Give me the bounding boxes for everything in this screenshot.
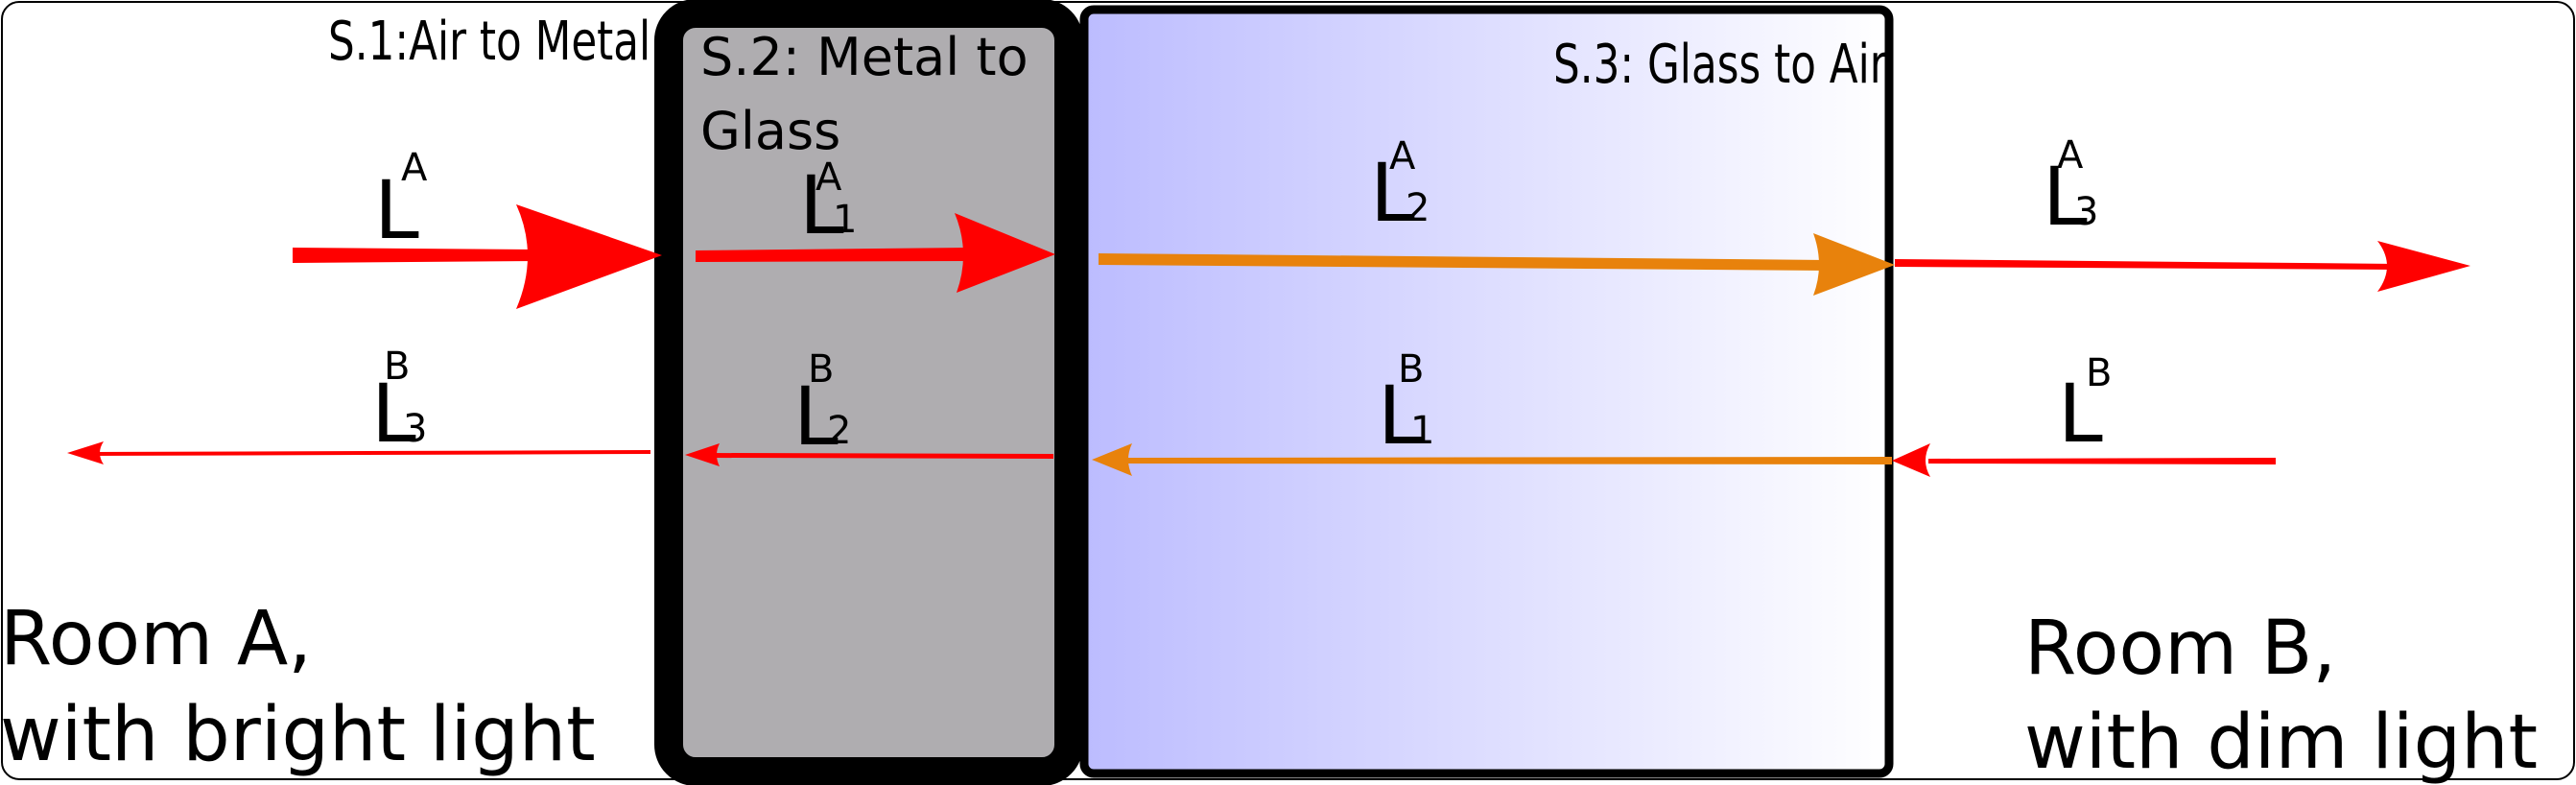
label-la3-sub: 3: [2074, 190, 2098, 234]
label-lb3-base: L: [371, 367, 416, 461]
beam-la1-arrowhead: [955, 213, 1055, 293]
beam-la3: [1895, 259, 2399, 270]
beam-lb1-arrowhead: [1092, 443, 1132, 476]
beam-la1: [696, 248, 969, 262]
label-la1: L A 1: [799, 155, 857, 252]
beam-lb-arrowhead: [1892, 443, 1930, 477]
label-lb3-sup: B: [384, 345, 410, 389]
metal-slab: [654, 0, 1083, 785]
beam-la-arrowhead: [516, 204, 662, 309]
label-lb2-sub: 2: [827, 409, 851, 453]
label-lb-base: L: [2058, 367, 2103, 461]
label-lb1-sup: B: [1398, 347, 1424, 392]
label-lb2-sup: B: [808, 347, 834, 392]
label-la2-base: L: [1370, 146, 1415, 240]
beam-lb3: [94, 450, 650, 456]
label-lb: L B: [2058, 351, 2112, 461]
beam-lb3-arrowhead: [67, 441, 104, 464]
beam-la2-arrowhead: [1813, 233, 1895, 296]
room-a-description: with bright light: [0, 692, 596, 778]
label-la1-sub: 1: [833, 198, 857, 242]
label-lb2-base: L: [793, 369, 839, 464]
room-b-description: with dim light: [2024, 700, 2538, 785]
beam-lb-incident: [1928, 458, 2276, 464]
surface-1-label: S.1:Air to Metal: [328, 10, 650, 73]
label-la2-sup: A: [1389, 134, 1416, 178]
label-lb1-base: L: [1378, 369, 1423, 463]
surface-2-label-line1: S.2: Metal to: [700, 27, 1028, 87]
room-a-title: Room A,: [0, 596, 312, 682]
label-lb2: L B 2: [793, 347, 851, 464]
beam-la2: [1099, 253, 1832, 271]
surface-3-label: S.3: Glass to Air: [1553, 33, 1887, 96]
label-la-sup: A: [401, 146, 428, 190]
label-lb1-sub: 1: [1410, 409, 1434, 453]
label-la3-sup: A: [2057, 133, 2084, 178]
room-b-title: Room B,: [2024, 606, 2336, 692]
label-lb1: L B 1: [1378, 347, 1434, 463]
beam-lb2-arrowhead: [685, 443, 720, 466]
beam-la3-arrowhead: [2377, 241, 2470, 292]
label-lb-sup: B: [2086, 351, 2112, 395]
label-la: L A: [374, 146, 428, 257]
label-la-base: L: [374, 163, 419, 257]
label-la2-sub: 2: [1406, 186, 1430, 230]
glass-slab: [1079, 5, 1894, 778]
label-la3-base: L: [2043, 150, 2088, 244]
label-la1-sup: A: [815, 155, 842, 200]
label-la3: L A 3: [2043, 133, 2098, 244]
surface-2-label-line2: Glass: [700, 101, 840, 161]
beam-la-incident: [293, 248, 537, 263]
label-lb3-sub: 3: [403, 407, 427, 451]
label-lb3: L B 3: [371, 345, 427, 461]
label-la2: L A 2: [1370, 134, 1430, 240]
beam-lb2: [710, 453, 1053, 459]
beam-lb1: [1123, 457, 1892, 464]
label-la1-base: L: [799, 158, 844, 252]
